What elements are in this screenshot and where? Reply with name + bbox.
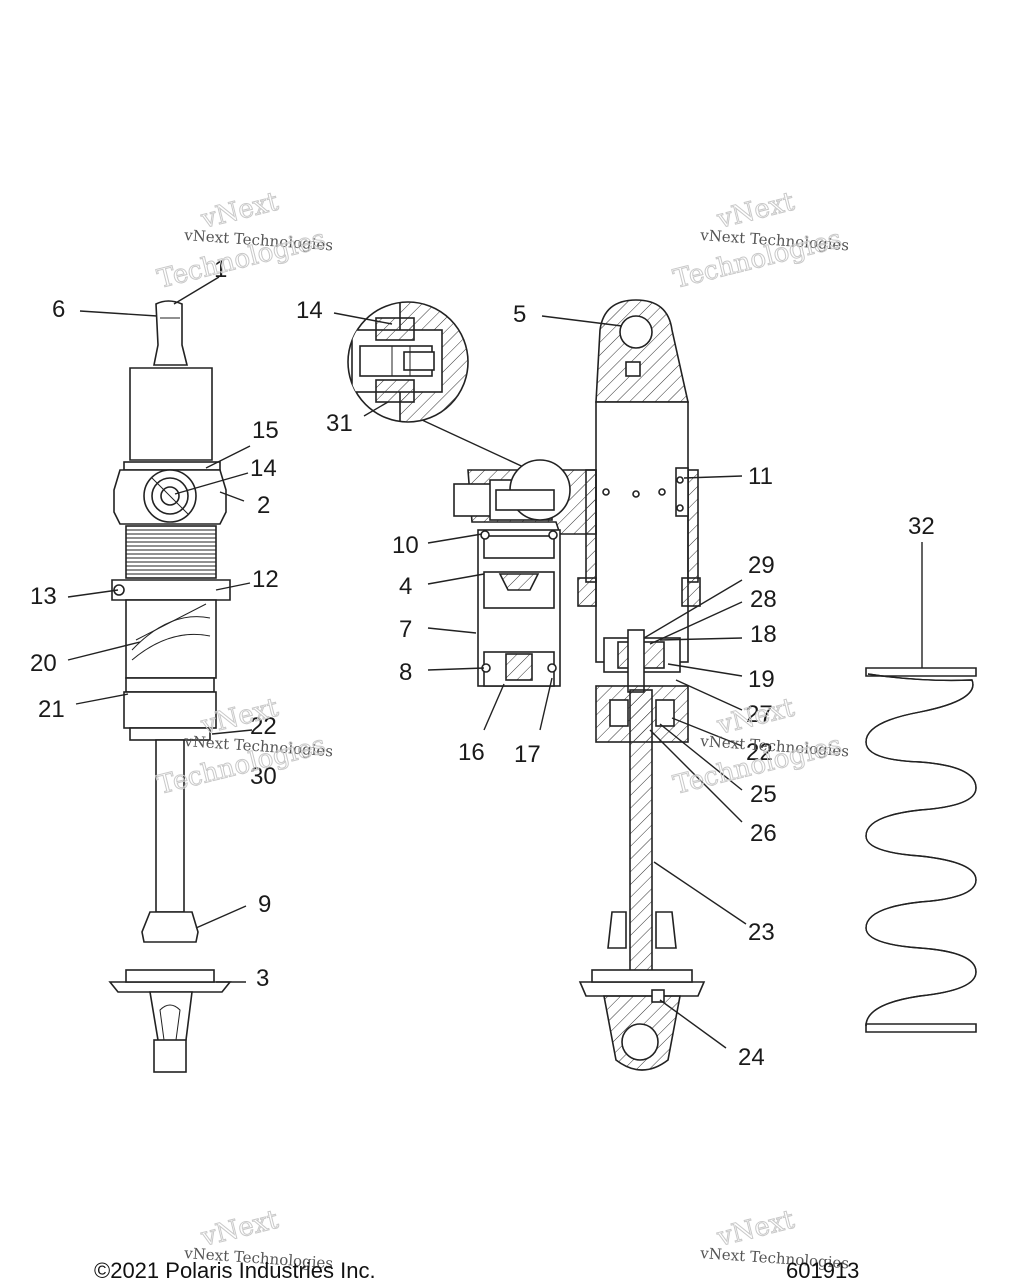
threaded-body <box>125 525 217 579</box>
callout-12: 12 <box>252 566 279 593</box>
callout-32: 32 <box>908 513 935 540</box>
callout-7: 7 <box>399 616 412 643</box>
coil-spring <box>865 667 977 1033</box>
callout-14: 14 <box>250 455 277 482</box>
callout-15: 15 <box>252 417 279 444</box>
upper-body <box>129 367 213 461</box>
callout-30: 30 <box>250 763 277 790</box>
callout-9: 9 <box>258 891 271 918</box>
callout-17: 17 <box>514 741 541 768</box>
preload-collar <box>111 579 231 601</box>
callout-6: 6 <box>52 296 65 323</box>
detail-inset <box>347 301 531 471</box>
watermark-top-left: vNext vNext Technologies Technologies <box>154 186 334 295</box>
callout-1: 1 <box>214 256 227 283</box>
callout-18: 18 <box>750 621 777 648</box>
callout-5: 5 <box>513 301 526 328</box>
callout-27: 27 <box>746 701 773 728</box>
shock-exterior-view <box>108 300 232 1073</box>
main-body <box>125 599 217 679</box>
callout-8: 8 <box>399 659 412 686</box>
callout-3: 3 <box>256 965 269 992</box>
callout-11: 11 <box>748 463 773 490</box>
bumper <box>141 911 199 943</box>
main-cylinder <box>595 401 689 663</box>
callout-2: 2 <box>257 492 270 519</box>
callout-20: 20 <box>30 650 57 677</box>
callout-19: 19 <box>748 666 775 693</box>
callout-28: 28 <box>750 586 777 613</box>
callout-14-detail: 14 <box>296 297 323 324</box>
callout-29: 29 <box>748 552 775 579</box>
callout-26: 26 <box>750 820 777 847</box>
callout-4: 4 <box>399 573 412 600</box>
callout-22-right: 22 <box>746 739 773 766</box>
shock-cutaway-view <box>453 299 706 1071</box>
watermark-top-right: vNext vNext Technologies Technologies <box>670 186 850 295</box>
figure-id: 601913 <box>786 1258 859 1280</box>
lower-collar <box>123 691 217 729</box>
callout-21: 21 <box>38 696 65 723</box>
spring-seat <box>108 981 232 993</box>
cutaway-shaft <box>629 689 653 979</box>
leader-lines <box>67 276 923 1049</box>
callout-25: 25 <box>750 781 777 808</box>
callout-16: 16 <box>458 739 485 766</box>
top-stem <box>153 300 189 366</box>
callout-10: 10 <box>392 532 419 559</box>
copyright-text: ©2021 Polaris Industries Inc. <box>94 1258 376 1280</box>
top-eye <box>595 299 689 403</box>
callout-22-left: 22 <box>250 713 277 740</box>
callout-31: 31 <box>326 410 353 437</box>
callout-24: 24 <box>738 1044 765 1071</box>
callout-13: 13 <box>30 583 57 610</box>
callout-labels: 1 6 14 5 31 15 14 11 2 32 10 29 12 4 13 … <box>30 256 935 1071</box>
callout-23: 23 <box>748 919 775 946</box>
